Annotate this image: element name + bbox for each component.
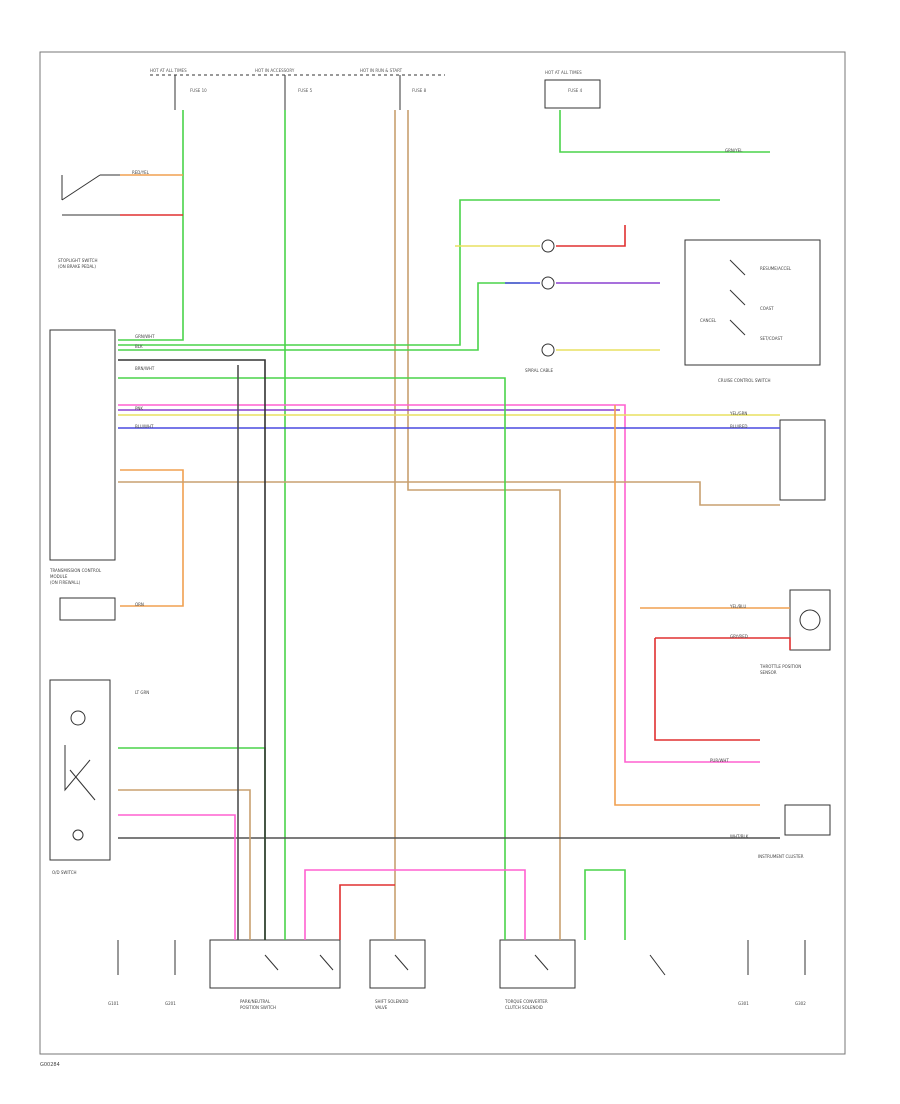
spiral-cable-3: [541, 343, 555, 357]
right-connector-1: [779, 419, 826, 501]
connector-box: [59, 597, 116, 621]
stoplight-switch: [61, 174, 120, 216]
instrument-cluster-box: [784, 804, 831, 836]
ground-label-4: G302: [795, 1001, 806, 1006]
fuse-label-2: FUSE 5: [298, 88, 313, 93]
throttle-sensor-icon: [799, 609, 821, 631]
wire-label-12: YEL/BLU: [729, 604, 746, 609]
cruise-switch-contacts: [729, 259, 746, 336]
spiral-cable-2: [541, 276, 555, 290]
wire-label-10: GRY/RED: [730, 634, 748, 639]
fuse-label-3: FUSE 8: [412, 88, 427, 93]
wire-pink-3: [304, 869, 526, 940]
wire-group: [118, 110, 791, 940]
cruise-pos-4: CANCEL: [700, 318, 717, 323]
spiral-cable-label: SPIRAL CABLE: [525, 368, 553, 373]
throttle-sensor-label: THROTTLE POSITION: [759, 664, 801, 669]
wire-label-5: PNK: [135, 406, 143, 411]
throttle-sensor-box: [789, 589, 831, 651]
stoplight-switch-location: (ON BRAKE PEDAL): [58, 264, 96, 269]
wire-pink-main: [118, 404, 760, 763]
park-neutral-switch: [209, 939, 341, 989]
power-bus: [150, 74, 601, 110]
od-switch-contacts: [64, 745, 96, 801]
wire-orange-2: [120, 469, 184, 607]
wire-label-9: BLU/RED: [730, 424, 747, 429]
wire-gray-3: [118, 359, 266, 940]
wire-tan-3: [118, 481, 780, 506]
power-label-3: HOT IN RUN & START: [360, 68, 403, 73]
fuse-label-4: FUSE 4: [568, 88, 583, 93]
tcm-location: (ON FIREWALL): [50, 580, 81, 585]
tcc-solenoid-label: TORQUE CONVERTER: [504, 999, 548, 1004]
cruise-pos-1: RESUME/ACCEL: [760, 266, 792, 271]
ground-label-2: G201: [165, 1001, 176, 1006]
footer-code: G00284: [40, 1062, 60, 1068]
park-neutral-label: PARK/NEUTRAL: [240, 999, 271, 1004]
wire-green-4: [118, 377, 506, 940]
od-switch-box: [49, 679, 111, 861]
wire-red-3: [339, 884, 395, 940]
wire-label-15: LT GRN: [135, 690, 149, 695]
od-switch-label: O/D SWITCH: [52, 870, 77, 875]
cruise-switch-label: CRUISE CONTROL SWITCH: [718, 378, 771, 383]
tcm-label: TRANSMISSION CONTROL: [49, 568, 102, 573]
wire-label-6: YEL/GRN: [729, 411, 747, 416]
wire-green-3: [118, 199, 720, 346]
shift-solenoid: [369, 939, 426, 989]
power-label-1: HOT AT ALL TIMES: [150, 68, 187, 73]
wire-label-3: BLK: [135, 344, 143, 349]
shift-solenoid-label-2: VALVE: [375, 1005, 388, 1010]
stoplight-switch-label: STOPLIGHT SWITCH: [58, 258, 97, 263]
wire-green-6: [118, 282, 520, 351]
od-indicator: [72, 829, 84, 841]
wire-brown: [118, 789, 251, 940]
wire-label-4: BLU/WHT: [135, 424, 154, 429]
tcc-solenoid: [499, 939, 576, 989]
wire-label-1: GRN/WHT: [135, 334, 155, 339]
power-label-4: HOT AT ALL TIMES: [545, 70, 582, 75]
cruise-pos-2: COAST: [760, 306, 774, 311]
park-neutral-label-2: POSITION SWITCH: [240, 1005, 276, 1010]
wire-label-11: ORN: [135, 602, 144, 607]
wire-pink-2: [118, 814, 236, 940]
ground-label-3: G301: [738, 1001, 749, 1006]
wire-label-7: BRN/WHT: [135, 366, 155, 371]
throttle-sensor-label-2: SENSOR: [760, 670, 777, 675]
cruise-pos-3: SET/COAST: [760, 336, 783, 341]
wire-label-13: WHT/BLK: [730, 834, 749, 839]
tcc-solenoid-label-2: CLUTCH SOLENOID: [505, 1005, 543, 1010]
tcm-label-2: MODULE: [50, 574, 68, 579]
bottom-switch-contacts: [264, 954, 666, 976]
tcm-box: [49, 329, 116, 561]
wire-red-2: [654, 637, 791, 741]
power-label-2: HOT IN ACCESSORY: [255, 68, 295, 73]
instrument-cluster-label: INSTRUMENT CLUSTER: [758, 854, 804, 859]
wire-green-8: [584, 869, 626, 940]
wire-label-2: RED/YEL: [132, 170, 150, 175]
shift-solenoid-label: SHIFT SOLENOID: [375, 999, 409, 1004]
fuse-label-1: FUSE 10: [190, 88, 207, 93]
ground-label-1: G101: [108, 1001, 119, 1006]
diagram-border: [39, 51, 846, 1055]
cruise-switch-box: [684, 239, 821, 366]
wire-orange-3: [614, 405, 760, 806]
wire-green-2: [118, 110, 184, 341]
wire-green-5: [559, 110, 770, 153]
wire-label-14: PUR/WHT: [710, 758, 729, 763]
wire-green-7: [118, 747, 266, 940]
spiral-cable-1: [541, 239, 555, 253]
od-lamp: [70, 710, 86, 726]
wire-label-8: GRN/YEL: [725, 148, 743, 153]
wire-tan-2: [407, 110, 561, 940]
wire-red-1: [556, 225, 626, 247]
ground-points: [117, 940, 806, 975]
